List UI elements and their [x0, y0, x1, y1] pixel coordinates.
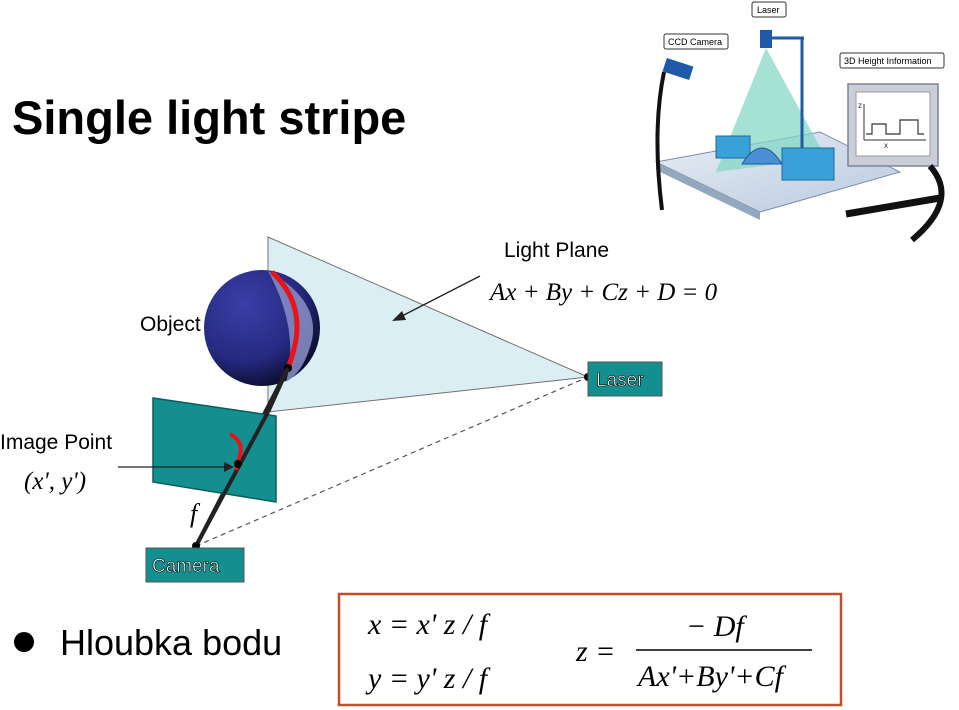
camera-label: Camera	[152, 556, 220, 577]
image-point-label: Image Point	[0, 431, 112, 454]
setup-laser-label: Laser	[757, 5, 780, 15]
setup-laser-head	[760, 30, 772, 48]
setup-ccd-label-box	[663, 33, 729, 50]
formula-x: x = x' z / f	[367, 608, 491, 641]
laser-box	[587, 361, 663, 397]
setup-illustration: z x Laser CCD Camera 3D Height Informati…	[654, 1, 945, 243]
setup-height-profile	[866, 119, 924, 135]
setup-camera-cable	[655, 71, 666, 211]
camera-box	[145, 547, 245, 583]
slide-title: Single light stripe	[12, 91, 407, 144]
setup-height-label-box	[839, 52, 945, 69]
setup-monitor-base	[845, 194, 941, 218]
object-label: Object	[140, 313, 201, 336]
formula-z-denominator: Ax'+By'+Cf	[636, 660, 787, 693]
light-plane-label: Light Plane	[504, 239, 609, 262]
image-point-coords: (x', y')	[24, 468, 86, 495]
image-plane	[152, 397, 277, 503]
camera-laser-baseline	[195, 376, 589, 547]
light-plane-arrowhead	[392, 311, 406, 321]
setup-box-large	[781, 147, 835, 181]
setup-height-label: 3D Height Information	[844, 56, 932, 66]
object-to-plane-ray	[266, 367, 290, 413]
setup-x-axis-label: x	[884, 141, 888, 150]
formula-y: y = y' z / f	[365, 662, 491, 695]
bullet-dot	[14, 632, 34, 653]
image-point-dot	[234, 460, 242, 468]
setup-ccd-label: CCD Camera	[668, 37, 722, 47]
setup-monitor-cable	[910, 164, 945, 243]
image-point-arrowhead	[224, 462, 234, 472]
object-lit-face	[268, 271, 314, 382]
focal-length-label: f	[190, 499, 201, 528]
formula-z-numerator: − Df	[686, 610, 747, 643]
object-light-stripe	[270, 270, 300, 374]
bullet-item: Hloubka bodu	[14, 622, 282, 664]
setup-table-edge	[656, 162, 760, 220]
laser-label: Laser	[596, 370, 644, 391]
setup-ccd-camera	[662, 58, 694, 80]
setup-box-small	[715, 135, 751, 159]
light-plane-arrow	[397, 275, 481, 319]
setup-laser-label-box	[751, 1, 787, 18]
setup-monitor-screen	[855, 91, 931, 157]
projection-ray-front	[194, 411, 270, 547]
plane-equation: Ax + By + Cz + D = 0	[488, 279, 718, 306]
bullet-text: Hloubka bodu	[60, 622, 283, 663]
formula-z-lhs: z =	[575, 635, 615, 668]
setup-z-axis-label: z	[858, 101, 862, 110]
